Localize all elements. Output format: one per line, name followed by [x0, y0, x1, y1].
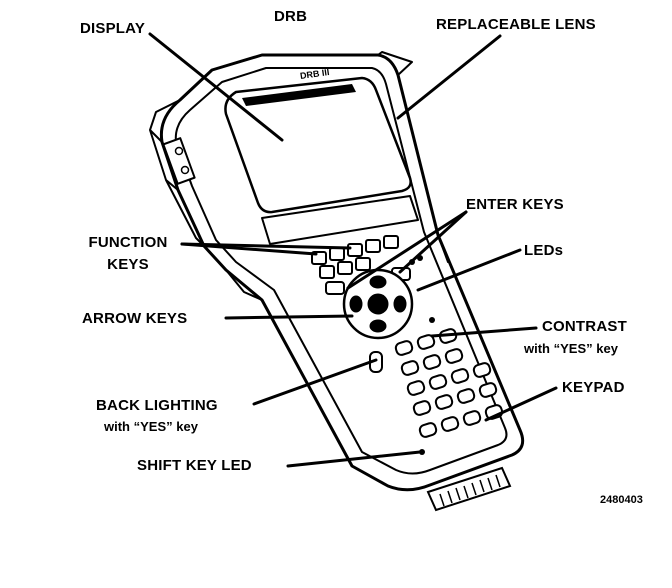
bottom-connector [426, 466, 512, 512]
arrow-key-down [369, 319, 387, 333]
leader-back-lighting [252, 358, 378, 406]
key-r1-c2 [416, 334, 436, 350]
key-r5-c3 [462, 410, 482, 426]
key-r1-c1 [394, 340, 414, 356]
leader-replaceable-lens [396, 34, 502, 120]
leader-arrow-keys [224, 314, 354, 320]
title-drb: DRB [274, 8, 308, 25]
bottom-connector-grille [439, 474, 501, 507]
display-title-strip [242, 84, 356, 106]
label-back-lighting-line2: with “YES” key [104, 419, 198, 434]
label-keypad: KEYPAD [562, 379, 625, 396]
arrow-pad-center [367, 293, 389, 315]
figure-id: 2480403 [600, 494, 643, 506]
key-r3-c4 [472, 362, 492, 378]
leader-enter-keys-1 [346, 210, 468, 290]
shift-key-led-dot [419, 449, 425, 455]
enter-key-left [325, 281, 345, 295]
display-screen [224, 76, 412, 214]
arrow-key-left [349, 295, 363, 313]
key-r2-c1 [400, 360, 420, 376]
label-replaceable-lens: REPLACEABLE LENS [436, 16, 596, 33]
key-r2-c3 [444, 348, 464, 364]
key-r2-c2 [422, 354, 442, 370]
function-key-8 [355, 257, 371, 271]
leader-keypad [484, 386, 558, 422]
label-contrast-line1: CONTRAST [542, 318, 627, 335]
label-enter-keys: ENTER KEYS [466, 196, 564, 213]
leader-function-keys-2 [180, 242, 352, 250]
key-r5-c2 [440, 416, 460, 432]
label-display: DISPLAY [80, 20, 146, 37]
function-key-6 [319, 265, 335, 279]
device-body [159, 53, 525, 492]
housing-lines [225, 51, 449, 301]
function-key-5 [383, 235, 399, 249]
key-r5-c1 [418, 422, 438, 438]
leader-enter-keys-2 [398, 210, 468, 274]
function-key-3 [347, 243, 363, 257]
function-key-bezel [261, 195, 419, 245]
label-function-keys-line1: FUNCTION [88, 234, 168, 251]
leader-shift-key-led [286, 450, 422, 468]
device-inner-rim [174, 67, 508, 475]
leader-contrast [430, 326, 538, 338]
key-r3-c3 [450, 368, 470, 384]
function-key-2 [329, 247, 345, 261]
function-key-4 [365, 239, 381, 253]
label-shift-key-led: SHIFT KEY LED [137, 457, 252, 474]
label-contrast-line2: with “YES” key [524, 341, 618, 356]
key-r4-c2 [434, 394, 454, 410]
leader-leds [416, 248, 522, 292]
label-leds: LEDs [524, 242, 564, 259]
key-r4-c4 [478, 382, 498, 398]
arrow-key-right [393, 295, 407, 313]
connector-screw-bottom [180, 165, 190, 175]
leader-display [148, 32, 284, 142]
key-r4-c1 [412, 400, 432, 416]
label-function-keys-line2: KEYS [107, 256, 149, 273]
contrast-dot [429, 317, 435, 323]
label-arrow-keys: ARROW KEYS [82, 310, 188, 327]
arrow-key-up [369, 275, 387, 289]
connector-screw-top [174, 146, 184, 156]
label-back-lighting-line1: BACK LIGHTING [96, 397, 218, 414]
key-r3-c2 [428, 374, 448, 390]
key-r3-c1 [406, 380, 426, 396]
function-key-7 [337, 261, 353, 275]
key-r4-c3 [456, 388, 476, 404]
